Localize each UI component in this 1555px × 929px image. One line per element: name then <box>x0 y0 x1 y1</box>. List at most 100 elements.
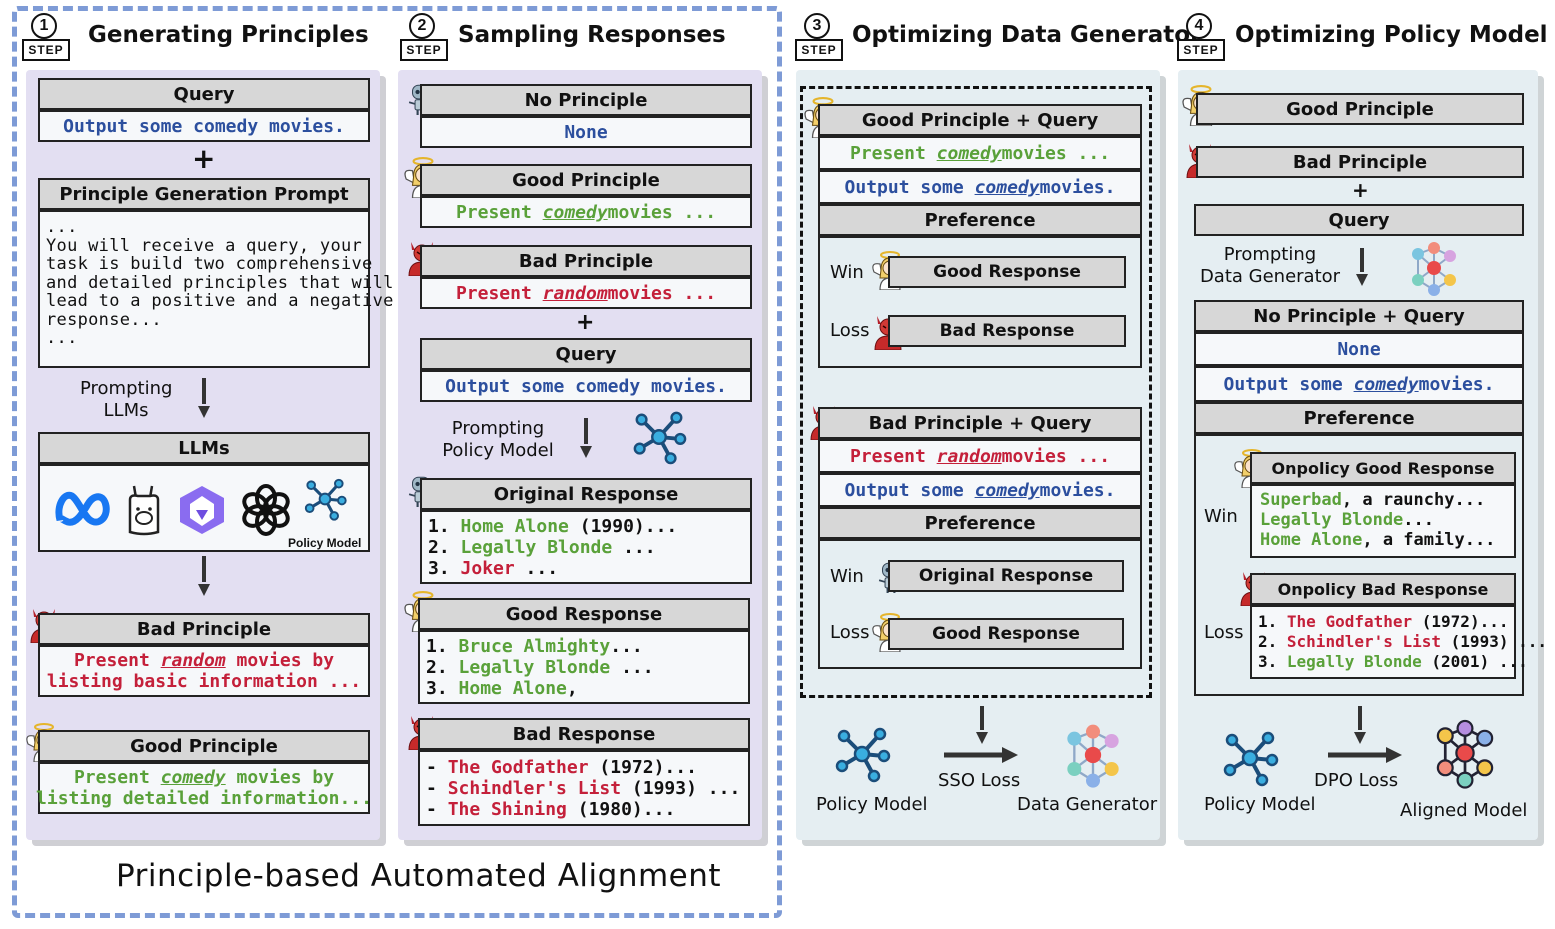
step-label: STEP <box>400 39 448 61</box>
item-rest: (1972)... <box>1412 612 1509 631</box>
item-number: 1. <box>1258 612 1287 631</box>
list-item: - The Shining (1980)... <box>426 799 740 820</box>
prompt-line: ... <box>46 217 78 237</box>
bad-principle-text: Present random movies ... <box>420 277 752 309</box>
step-3-title: Optimizing Data Generator <box>852 22 1202 48</box>
plus-sign: + <box>1352 178 1369 202</box>
policy-model-network-icon <box>302 476 348 522</box>
plus-sign: + <box>192 142 216 175</box>
step-4-title: Optimizing Policy Model <box>1235 22 1548 48</box>
preference-header: Preference <box>1194 402 1524 434</box>
automated-alignment-frame <box>12 6 782 918</box>
list-item: Superbad, a raunchy... <box>1260 490 1495 510</box>
principle-generation-prompt-header: Principle Generation Prompt <box>38 178 370 210</box>
win-label: Win <box>830 262 864 283</box>
dpo-loss-label: DPO Loss <box>1314 770 1399 791</box>
good-response-chip: Good Response <box>888 256 1126 288</box>
policy-model-network-icon <box>832 724 892 784</box>
step-label: STEP <box>22 39 70 61</box>
prompting-line: Prompting <box>80 378 173 399</box>
prompt-line: and detailed principles that will <box>46 272 394 293</box>
step-2-title: Sampling Responses <box>458 22 726 48</box>
step-3-badge: 3 STEP <box>795 13 843 63</box>
list-item: Home Alone, a family... <box>1260 530 1495 550</box>
prompt-line: task is build two comprehensive <box>46 254 373 274</box>
query-header: Query <box>38 78 370 110</box>
prompt-line: You will receive a query, your <box>46 235 363 256</box>
item-number: 1. <box>426 636 459 657</box>
step-1-badge: 1 STEP <box>22 13 70 63</box>
emphasis-word: comedy <box>936 142 1002 164</box>
list-item: 3. Joker ... <box>428 558 677 579</box>
bad-principle-query-header: Bad Principle + Query <box>818 407 1142 439</box>
emphasis-word: random <box>542 282 608 304</box>
bad-principle-text: Present random movies ... <box>818 439 1142 473</box>
prompt-line: lead to a positive and a negative <box>46 291 394 311</box>
movie-title: Home Alone <box>460 516 569 537</box>
onpolicy-good-response-body: Superbad, a raunchy... Legally Blonde...… <box>1250 484 1516 558</box>
step-number: 4 <box>1186 13 1212 39</box>
movie-title: The Godfather <box>447 757 589 778</box>
item-rest: ... <box>610 636 643 657</box>
good-response-chip: Good Response <box>888 618 1124 650</box>
prompting-llms-label: Prompting LLMs <box>80 378 172 422</box>
good-principle-line-2: listing detailed information... <box>36 788 372 809</box>
item-number: 3. <box>426 678 459 699</box>
preference-header: Preference <box>818 507 1142 539</box>
text-part: Output some <box>844 479 964 501</box>
onpolicy-good-response-header: Onpolicy Good Response <box>1250 452 1516 484</box>
query-text: Output some comedy movies. <box>420 370 752 402</box>
bad-principle-header: Bad Principle <box>1196 146 1524 178</box>
item-number: - <box>426 799 448 820</box>
item-rest: ... <box>1403 510 1435 530</box>
onpolicy-bad-response-header: Onpolicy Bad Response <box>1250 573 1516 605</box>
movie-title: Joker <box>460 558 515 579</box>
good-response-body: 1. Bruce Almighty... 2. Legally Blonde .… <box>418 630 750 704</box>
footer-title: Principle-based Automated Alignment <box>116 858 722 894</box>
original-response-list: 1. Home Alone (1990)... 2. Legally Blond… <box>428 516 677 579</box>
down-arrow-icon <box>976 706 988 744</box>
item-number: 2. <box>428 537 461 558</box>
item-rest: (1972)... <box>588 757 697 778</box>
good-principle-header: Good Principle <box>420 164 752 196</box>
llms-logo-box: Policy Model <box>38 464 370 552</box>
movie-title: Superbad <box>1260 490 1342 510</box>
item-rest: (2001) ... <box>1421 652 1528 671</box>
bad-principle-line-1: Present random movies by <box>74 650 334 671</box>
query-text: Output some comedy movies. <box>818 473 1142 507</box>
movie-title: The Shining <box>447 799 567 820</box>
policy-model-label: Policy Model <box>1204 794 1316 815</box>
item-rest: (1993) ... <box>621 778 741 799</box>
down-arrow-icon <box>1356 248 1368 286</box>
onpolicy-bad-response-list: 1. The Godfather (1972)... 2. Schindler'… <box>1258 612 1547 672</box>
text-part: movies ... <box>607 282 717 304</box>
text-part: movies. <box>1039 479 1116 501</box>
movie-title: Schindler's List <box>447 778 622 799</box>
prompt-line: response... <box>46 309 162 330</box>
emphasis-word: comedy <box>542 201 608 223</box>
item-number: 3. <box>1258 652 1287 671</box>
item-number: 1. <box>428 516 461 537</box>
right-arrow-icon <box>944 747 1018 763</box>
step-number: 2 <box>409 13 435 39</box>
text-part: Present <box>849 445 926 467</box>
emphasis-word: comedy <box>974 479 1040 501</box>
good-response-header: Good Response <box>418 598 750 630</box>
query-text: Output some comedy movies. <box>1194 366 1524 402</box>
loss-label: Loss <box>1204 622 1244 643</box>
list-item: - Schindler's List (1993) ... <box>426 778 740 799</box>
query-text: Output some comedy movies. <box>818 170 1142 204</box>
item-rest: , a family... <box>1362 530 1496 550</box>
text-part: Present <box>455 282 532 304</box>
loss-label: Loss <box>830 320 870 341</box>
item-rest: ... <box>514 558 559 579</box>
step-4-badge: 4 STEP <box>1177 13 1225 63</box>
step-label: STEP <box>1177 39 1225 61</box>
bad-principle-text: Present random movies by listing basic i… <box>38 645 370 697</box>
loss-label: Loss <box>830 622 870 643</box>
emphasis-word: random <box>936 445 1002 467</box>
list-item: 2. Schindler's List (1993) ... <box>1258 632 1547 652</box>
prompting-line: LLMs <box>103 400 149 421</box>
prompt-line: ... <box>46 328 78 348</box>
good-principle-text: Present comedy movies ... <box>818 136 1142 170</box>
